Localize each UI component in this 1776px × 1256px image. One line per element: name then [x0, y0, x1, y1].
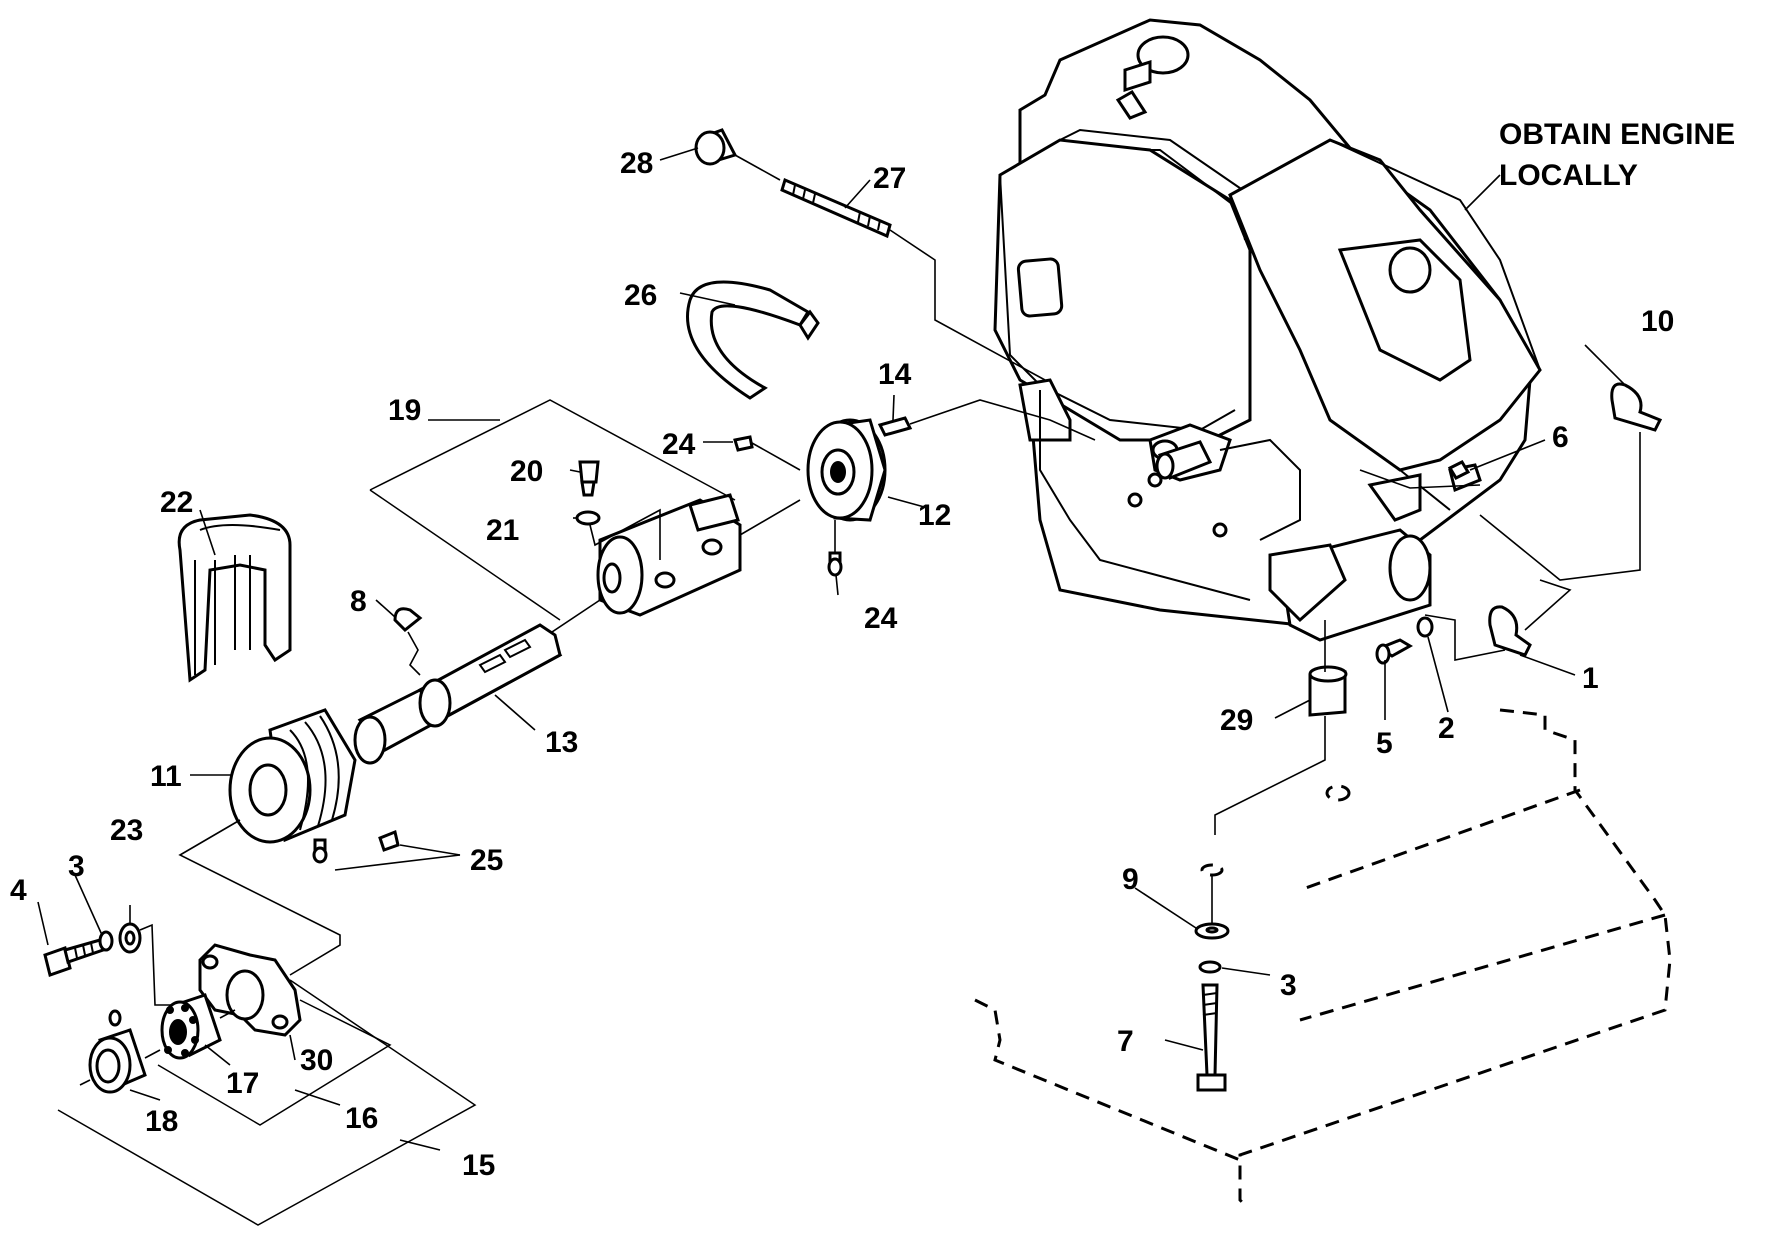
callout-11: 11 — [150, 760, 182, 793]
shaft-13 — [353, 607, 563, 765]
coupler-19 — [539, 460, 801, 641]
callout-18: 18 — [145, 1105, 178, 1138]
callout-17: 17 — [226, 1067, 259, 1100]
callout-26: 26 — [624, 279, 657, 312]
note-line-2: LOCALLY — [1499, 159, 1638, 192]
callout-16: 16 — [345, 1102, 378, 1135]
callout-1: 1 — [1582, 662, 1599, 695]
p-clamp-lower — [1488, 605, 1532, 657]
callout-28: 28 — [620, 147, 653, 180]
leader-lines — [37, 147, 1628, 1151]
callout-12: 12 — [918, 499, 951, 532]
callout-24-top: 24 — [662, 428, 696, 461]
callout-24-bottom: 24 — [864, 602, 898, 635]
hardware-right — [1194, 382, 1663, 1092]
callout-5: 5 — [1376, 727, 1393, 760]
pulley-hub-12 — [806, 418, 887, 577]
callout-13: 13 — [545, 726, 578, 759]
callout-29: 29 — [1220, 704, 1253, 737]
callout-23: 23 — [110, 814, 143, 847]
callout-8: 8 — [350, 585, 367, 618]
callout-3-left: 3 — [68, 850, 85, 883]
engine-note: OBTAIN ENGINE LOCALLY — [1499, 118, 1735, 192]
callout-21: 21 — [486, 514, 519, 547]
callout-10: 10 — [1641, 305, 1674, 338]
hardware-top — [686, 128, 1096, 471]
callout-19: 19 — [388, 394, 421, 427]
belt-set-22 — [177, 513, 292, 683]
callout-9: 9 — [1122, 863, 1139, 896]
callout-30: 30 — [300, 1044, 333, 1077]
callout-2: 2 — [1438, 712, 1455, 745]
callout-7: 7 — [1117, 1025, 1134, 1058]
p-clamp-top — [1610, 382, 1663, 432]
callout-15: 15 — [462, 1149, 495, 1182]
callout-6: 6 — [1552, 421, 1569, 454]
engine — [993, 18, 1542, 642]
callout-27: 27 — [873, 162, 906, 195]
callout-22: 22 — [160, 486, 193, 519]
callout-14: 14 — [878, 358, 912, 391]
pulley-11 — [178, 708, 400, 976]
callout-25: 25 — [470, 844, 503, 877]
callout-labels: 1 2 3 3 4 5 6 7 8 9 10 11 12 13 14 15 16… — [10, 147, 1674, 1182]
note-line-1: OBTAIN ENGINE — [1499, 118, 1735, 151]
frame-outline — [974, 708, 1672, 1207]
group-brackets — [57, 399, 736, 1226]
bearing-assembly — [79, 943, 302, 1094]
callout-3-right: 3 — [1280, 969, 1297, 1002]
hardware-left — [43, 922, 180, 1006]
callout-20: 20 — [510, 455, 543, 488]
callout-4: 4 — [10, 874, 27, 907]
